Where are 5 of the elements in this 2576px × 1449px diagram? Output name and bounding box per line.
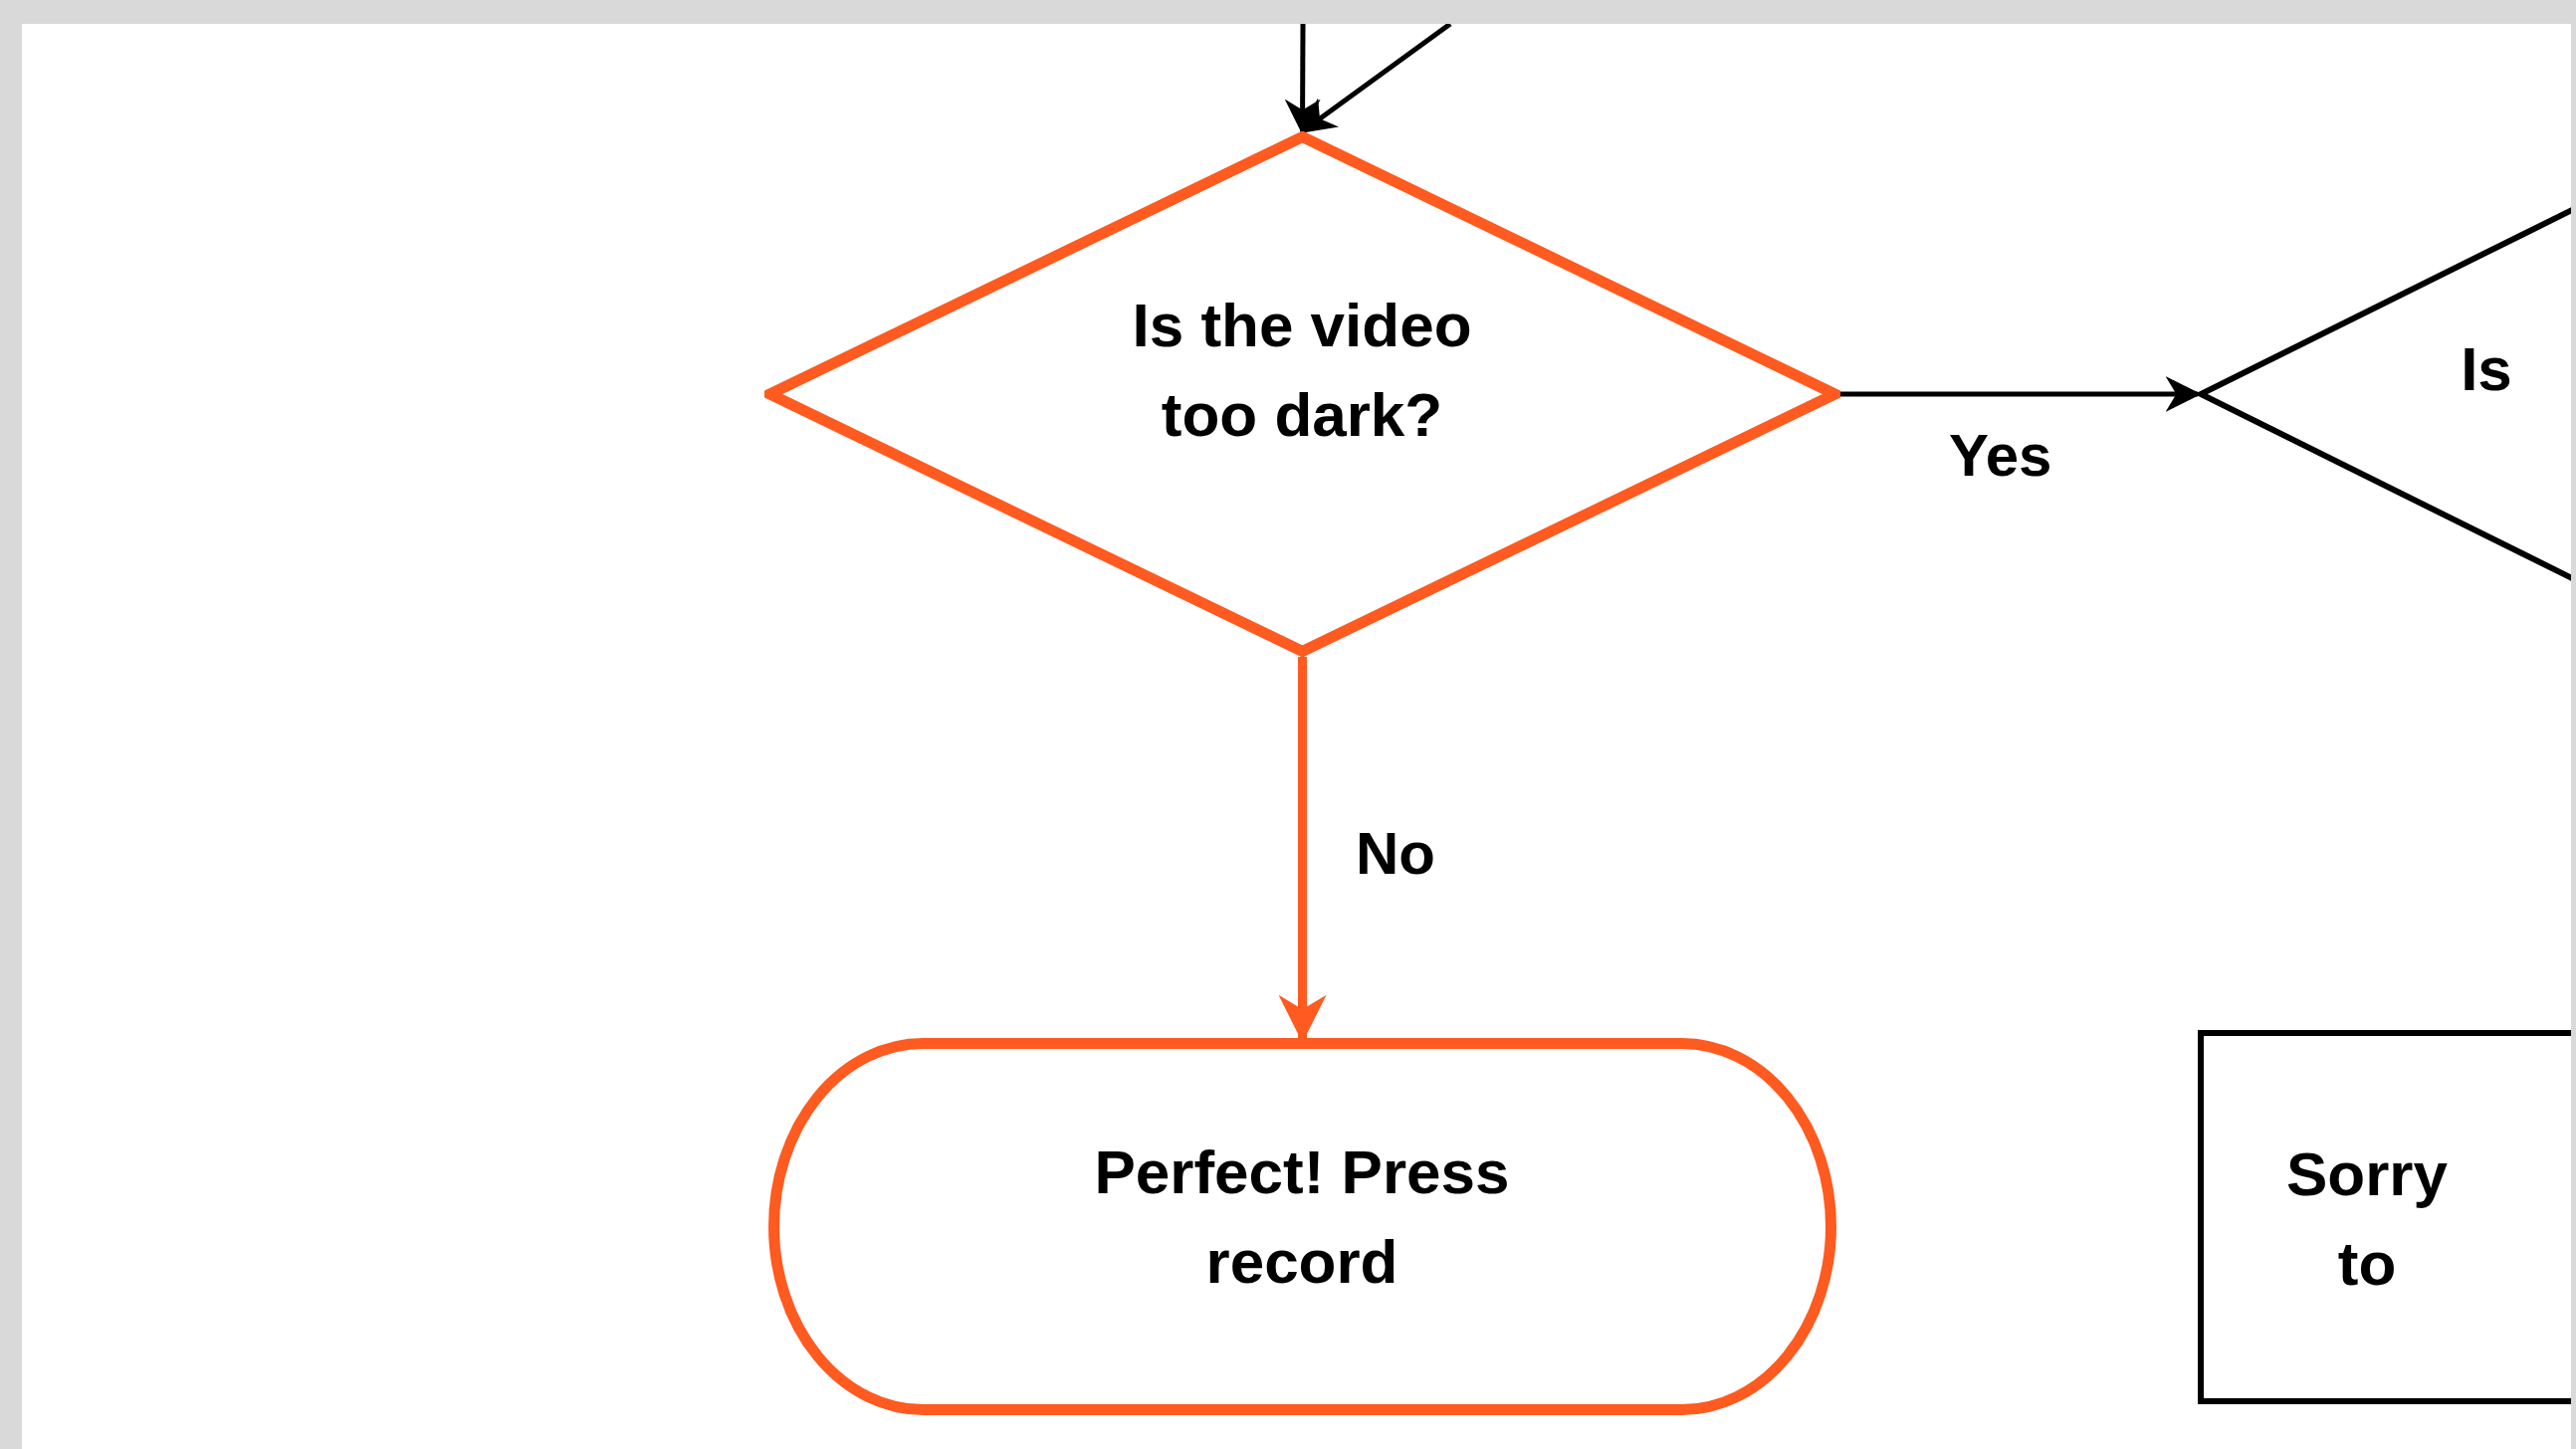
node-text: Perfect! Press record: [1093, 1137, 1511, 1298]
node-text: Is: [2460, 333, 2513, 405]
node-text: Sorry to: [2285, 1138, 2449, 1300]
arrow: [1299, 24, 1452, 134]
node-text: Is the video too dark?: [1131, 290, 1473, 451]
